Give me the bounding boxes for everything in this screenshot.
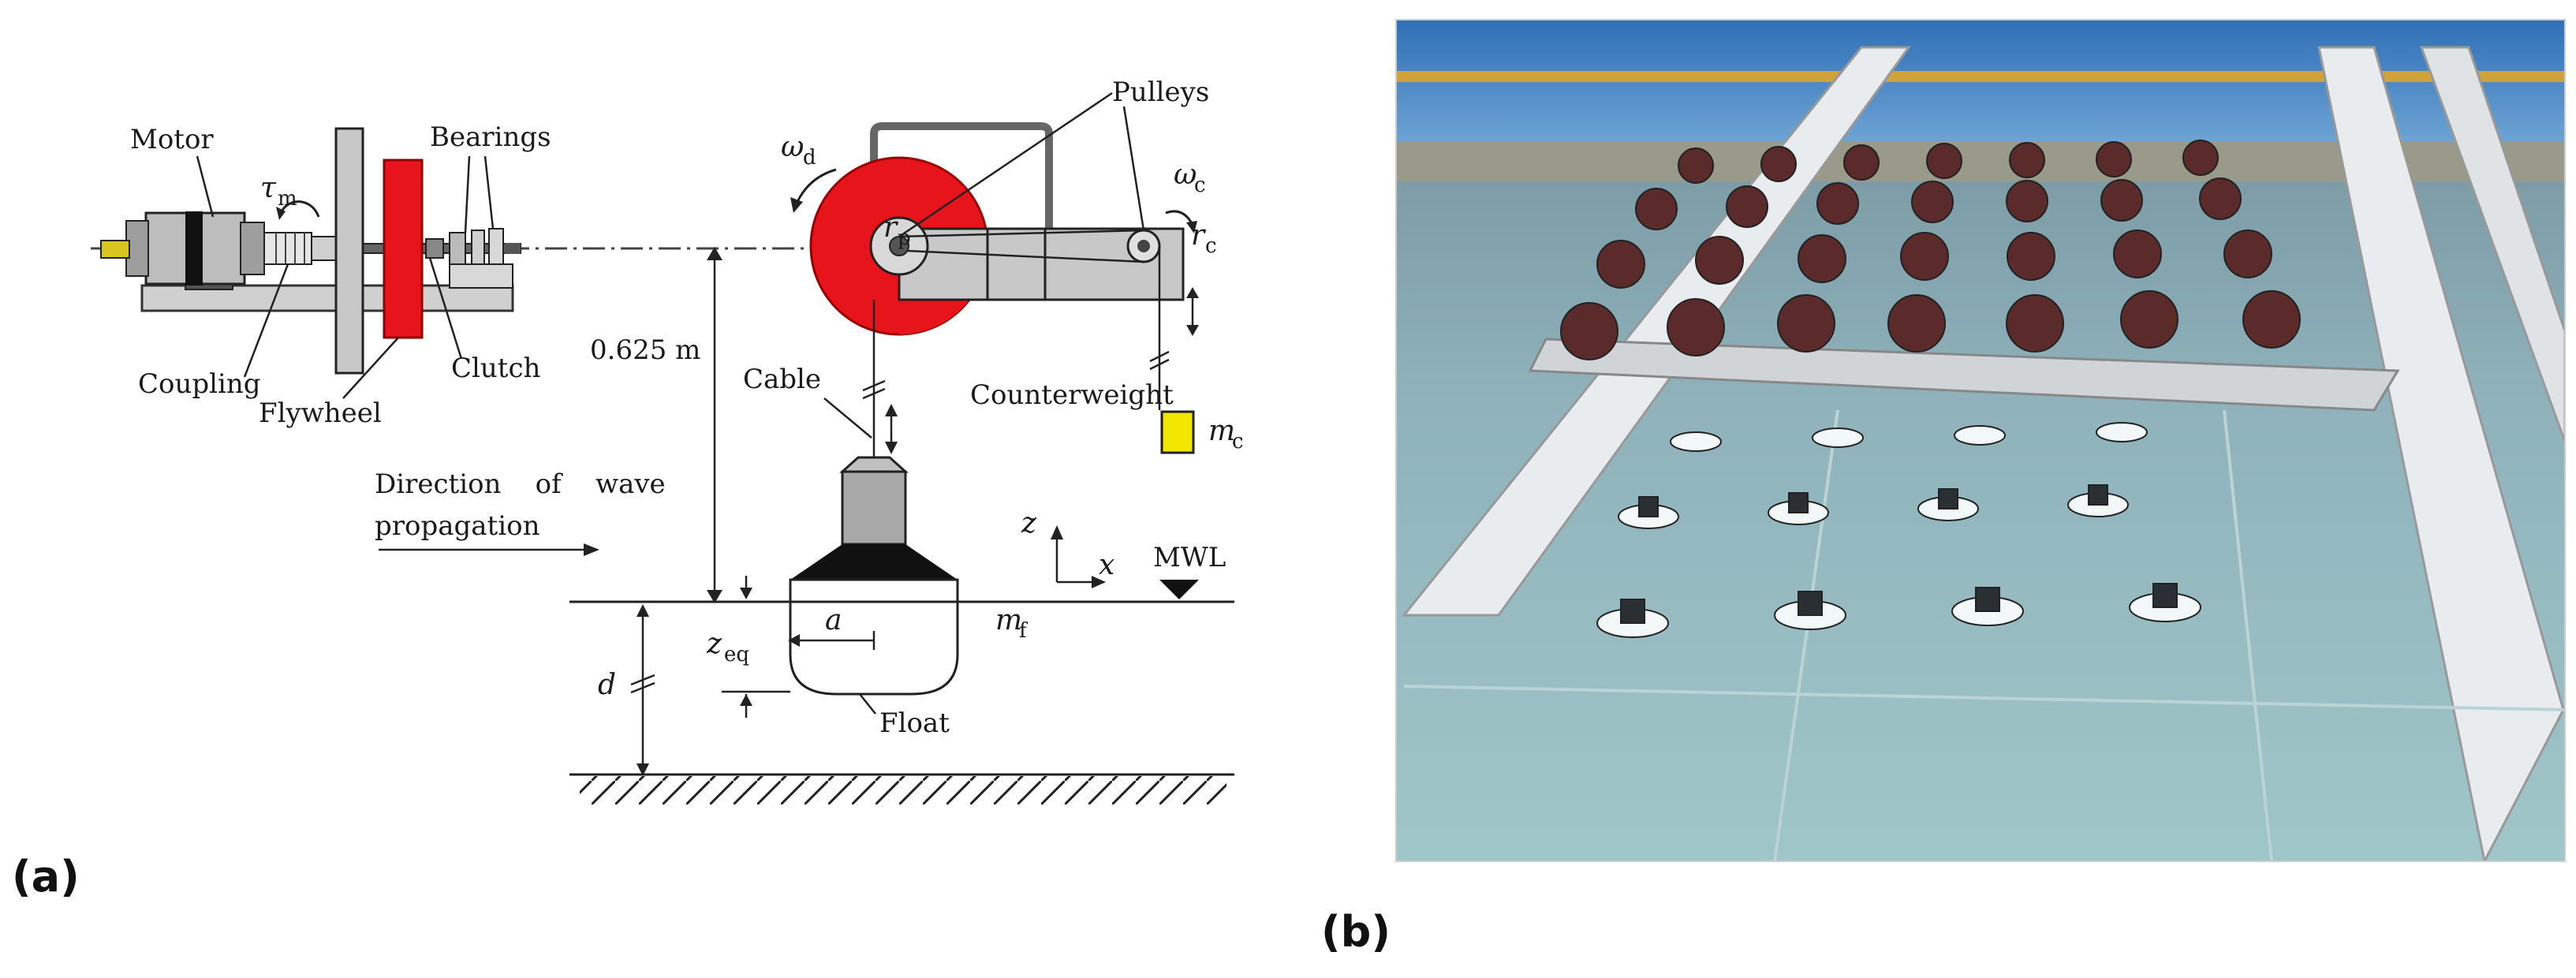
omega-d-subscript: d <box>803 146 816 170</box>
counterweight-label: Counterweight <box>970 379 1174 411</box>
clutch-label: Clutch <box>451 353 540 384</box>
mwl-marker <box>1159 580 1199 599</box>
mwl-label: MWL <box>1153 542 1226 573</box>
frame <box>870 122 1053 300</box>
zeq-symbol: z <box>706 628 722 660</box>
rp-symbol: r <box>883 211 898 244</box>
omega-c-symbol: ω <box>1174 159 1197 191</box>
torque-arrow <box>279 200 320 218</box>
rc-symbol: r <box>1191 219 1206 252</box>
direction-label-line1: Direction of wave <box>375 468 666 500</box>
support-plate <box>334 127 364 375</box>
omega-d-symbol: ω <box>781 131 804 163</box>
float <box>789 456 959 696</box>
rp-subscript: p <box>898 226 911 250</box>
cable-label: Cable <box>743 364 821 395</box>
height-label: 0.625 m <box>590 334 700 366</box>
coupling <box>263 232 341 265</box>
panel-a-tag: (a) <box>12 852 80 901</box>
clutch-bearings-assembly <box>425 228 521 289</box>
counterweight-mass <box>1160 410 1195 454</box>
mc-subscript: c <box>1232 430 1244 454</box>
mf-subscript: f <box>1019 619 1029 643</box>
tau-subscript: m <box>278 187 297 211</box>
flywheel-label: Flywheel <box>259 398 382 429</box>
float-label: Float <box>879 707 950 739</box>
mf-symbol: m <box>995 604 1022 636</box>
pulleys-label: Pulleys <box>1112 77 1209 108</box>
zeq-subscript: eq <box>724 643 749 666</box>
motor <box>100 211 514 312</box>
drum <box>809 156 989 336</box>
panel-a-diagram: Motor τ m Bearings Coupling Flywheel Clu… <box>12 77 1244 901</box>
motor-label: Motor <box>130 124 214 155</box>
tau-symbol: τ <box>260 172 277 204</box>
panel-b-tag: (b) <box>1321 907 1391 957</box>
d-symbol: d <box>598 669 616 701</box>
z-axis-symbol: z <box>1021 507 1037 539</box>
panel-b-photo: (b) <box>1321 19 2566 957</box>
coupling-label: Coupling <box>138 368 261 400</box>
omega-c-subscript: c <box>1194 174 1206 197</box>
rc-subscript: c <box>1205 234 1217 258</box>
seabed-hatch <box>580 776 1226 804</box>
a-symbol: a <box>825 604 842 636</box>
flywheel <box>383 159 424 339</box>
counterweight-pulley <box>1126 229 1161 263</box>
x-axis-symbol: x <box>1099 549 1114 581</box>
bearings-label: Bearings <box>430 121 551 153</box>
mc-symbol: m <box>1208 415 1235 447</box>
direction-label-line2: propagation <box>375 510 539 542</box>
